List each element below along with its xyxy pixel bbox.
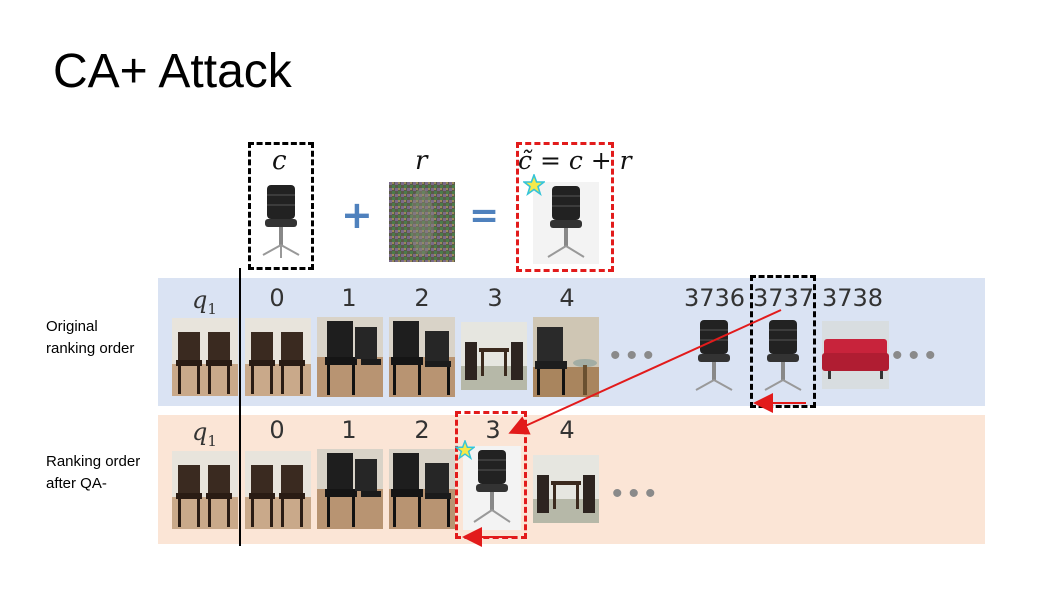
- chair-icon: [317, 317, 383, 397]
- chair-icon: [317, 449, 383, 529]
- r-label: r: [415, 146, 428, 176]
- noise-icon: [389, 182, 455, 262]
- query-label-original: q1: [192, 286, 217, 318]
- plus-operator: +: [341, 193, 373, 237]
- ctilde-label: c̃ = c + r: [518, 146, 632, 175]
- chair-icon: [690, 318, 738, 396]
- rank-label: 1: [341, 284, 357, 312]
- chair-icon: [257, 183, 305, 261]
- rank-label: 2: [414, 284, 430, 312]
- ellipsis-original-tail: •••: [892, 339, 942, 372]
- query-label-after: q1: [192, 418, 217, 450]
- original-row-label: Original ranking order: [46, 318, 135, 357]
- adversarial-chair-icon: [533, 182, 599, 264]
- star-icon: [523, 174, 545, 196]
- after-row-label: Ranking order after QA-: [46, 453, 141, 492]
- rank-label: 3: [487, 284, 503, 312]
- table-icon: [533, 455, 599, 523]
- rank-label: 3737: [753, 284, 815, 312]
- rank-label: 4: [559, 416, 575, 444]
- chair-icon: [172, 451, 238, 529]
- rank-label: 3738: [822, 284, 884, 312]
- sofa-icon: [822, 321, 889, 389]
- rank-label: 3: [485, 416, 501, 444]
- c-label: c: [272, 146, 287, 176]
- rank-label: 1: [341, 416, 357, 444]
- chair-icon: [533, 317, 599, 397]
- rank-label: 4: [559, 284, 575, 312]
- clean-candidate-box: [248, 142, 314, 270]
- chair-icon: [245, 451, 311, 529]
- query-separator: [239, 268, 241, 546]
- rank-label: 0: [269, 284, 285, 312]
- ellipsis-original: •••: [610, 339, 660, 372]
- adversarial-candidate-box: [516, 142, 614, 272]
- target-candidate-box: [750, 275, 816, 408]
- rank-label: 3736: [684, 284, 746, 312]
- chair-icon: [389, 449, 455, 529]
- adversarial-chair-icon: [463, 446, 521, 530]
- star-icon: [455, 440, 475, 460]
- promotion-arrow: [508, 309, 782, 435]
- equals-operator: =: [469, 195, 500, 236]
- chair-icon: [172, 318, 238, 396]
- ellipsis-after: •••: [612, 477, 662, 510]
- slide-title: CA+ Attack: [53, 45, 292, 98]
- rank-label: 0: [269, 416, 285, 444]
- chair-icon: [389, 317, 455, 397]
- chair-icon: [759, 318, 807, 396]
- rank-label: 2: [414, 416, 430, 444]
- chair-icon: [245, 318, 311, 396]
- table-icon: [461, 322, 527, 390]
